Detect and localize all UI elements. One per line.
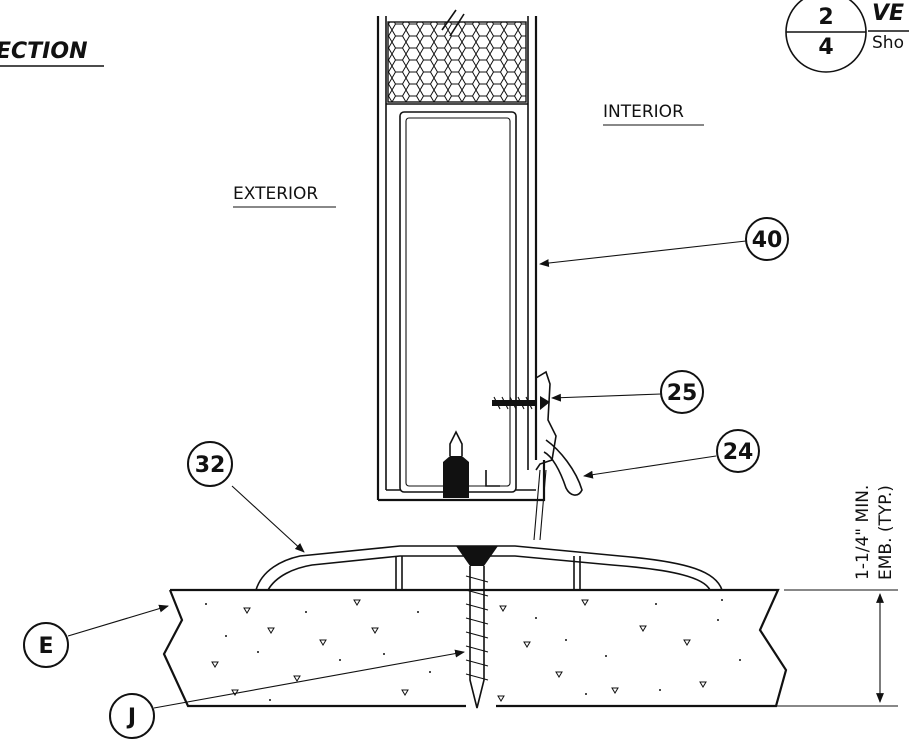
leader-25 [551, 393, 662, 402]
leader-e [67, 604, 169, 637]
wood-screw [492, 396, 550, 410]
leader-40 [539, 240, 747, 267]
leader-24 [583, 455, 717, 479]
callout-j: J [109, 693, 155, 739]
honeycomb-core [387, 21, 527, 103]
dimension-line-2: EMB. (TYP.) [876, 485, 896, 580]
door-panel [376, 9, 546, 502]
section-title: ECTION [0, 39, 87, 64]
callout-25-label: 25 [667, 381, 698, 406]
callout-e-label: E [38, 634, 53, 659]
bottom-fastener [443, 456, 469, 498]
callout-e: E [23, 622, 69, 668]
callout-40-label: 40 [752, 228, 783, 253]
callout-40: 40 [745, 217, 789, 261]
sheet-number-bottom: 4 [818, 35, 833, 60]
exterior-label: EXTERIOR [233, 184, 318, 204]
leader-32 [231, 485, 305, 553]
callout-24: 24 [716, 429, 760, 473]
interior-label: INTERIOR [603, 102, 684, 122]
break-mark [441, 9, 457, 31]
callout-24-label: 24 [723, 440, 754, 465]
door-sweep [492, 370, 583, 541]
embedment-dimension: 1-1/4" MIN. EMB. (TYP.) [500, 485, 898, 707]
callout-32: 32 [187, 441, 233, 487]
sheet-reference: 2 4 VE Sho [785, 0, 909, 73]
dimension-line-1: 1-1/4" MIN. [853, 485, 873, 580]
leader-j [153, 649, 465, 709]
sheet-title-partial: VE [872, 1, 904, 26]
callout-32-label: 32 [195, 453, 226, 478]
callout-25: 25 [660, 370, 704, 414]
sheet-subtitle-partial: Sho [872, 33, 904, 53]
anchor-screw [456, 546, 498, 709]
callout-j-label: J [126, 705, 136, 730]
sheet-number-top: 2 [818, 5, 833, 30]
threshold [255, 545, 723, 591]
